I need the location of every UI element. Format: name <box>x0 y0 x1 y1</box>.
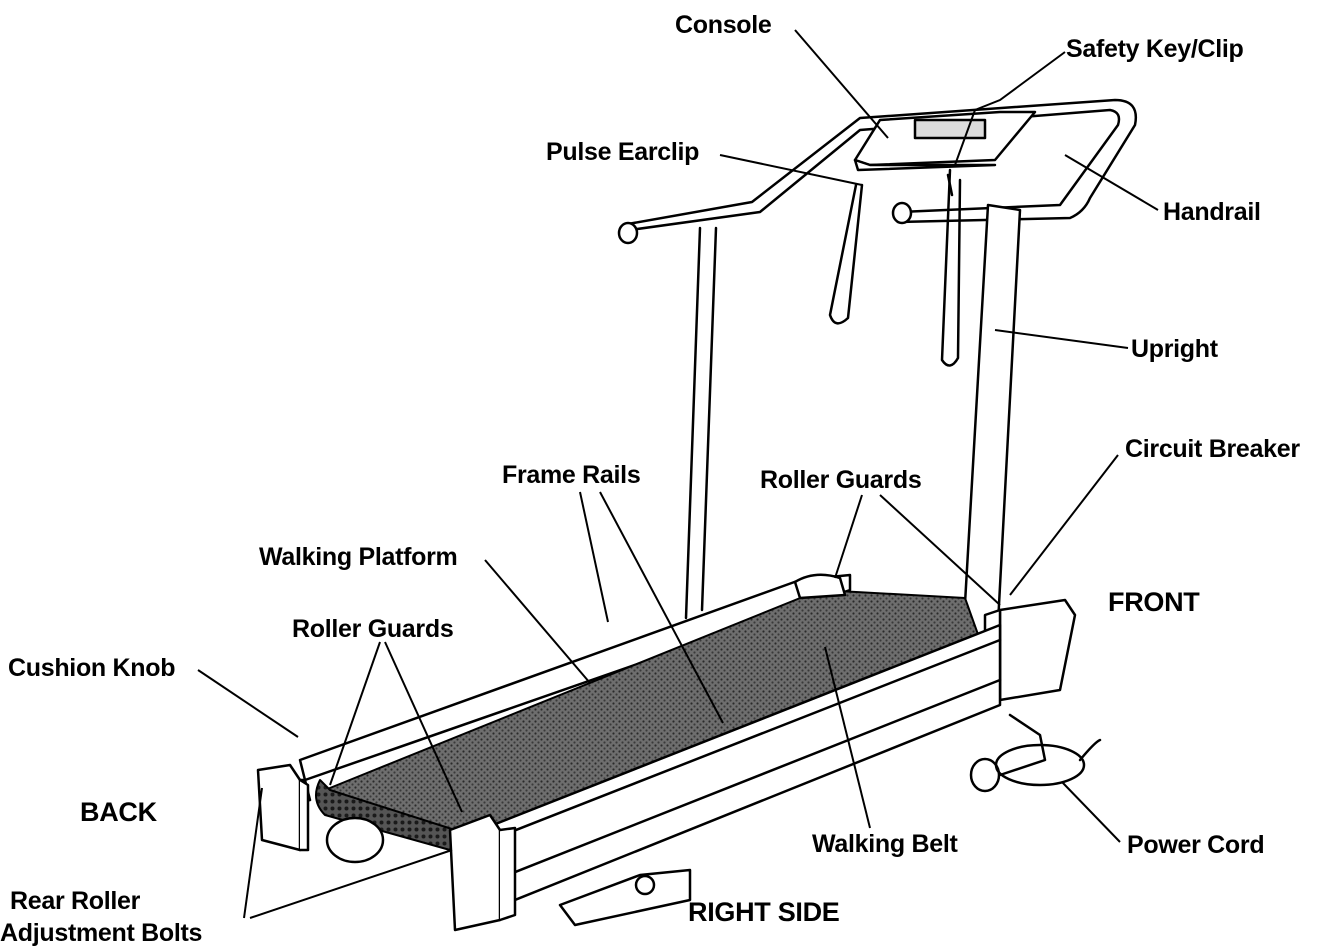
leader-power-cord <box>1061 781 1121 843</box>
label-cushion-knob: Cushion Knob <box>8 654 176 682</box>
label-walking-belt: Walking Belt <box>812 830 958 858</box>
label-upright: Upright <box>1131 335 1218 363</box>
label-walking-platform: Walking Platform <box>259 543 458 571</box>
leader-bolt-1 <box>243 787 263 919</box>
leader-roller-guards-back-1 <box>329 641 381 786</box>
handrail <box>617 98 1138 245</box>
leader-circuit-breaker <box>1009 454 1119 596</box>
leader-roller-guards-front-2 <box>879 494 1001 606</box>
leader-walking-belt <box>824 646 871 829</box>
leader-handrail <box>1064 154 1159 211</box>
front-roller-guard <box>793 573 847 600</box>
leader-roller-guards-back-2 <box>384 641 463 813</box>
label-power-cord: Power Cord <box>1127 831 1265 859</box>
wheels <box>325 713 1047 927</box>
label-roller-guards-front: Roller Guards <box>760 466 922 494</box>
earclip-strap <box>828 168 962 367</box>
leader-walking-platform <box>484 559 591 684</box>
label-right-side: RIGHT SIDE <box>688 897 840 927</box>
label-rear-roller-line1: Rear Roller <box>10 887 141 915</box>
label-handrail: Handrail <box>1163 198 1261 226</box>
leader-frame-rails-1 <box>579 491 609 623</box>
leader-bolt-2 <box>249 849 453 919</box>
leader-console <box>794 29 889 139</box>
rear-guard-right <box>448 813 517 932</box>
left-upright <box>684 226 718 620</box>
label-safety-key: Safety Key/Clip <box>1066 35 1244 63</box>
leader-frame-rails-2 <box>599 491 724 724</box>
label-circuit-breaker: Circuit Breaker <box>1125 435 1300 463</box>
label-console: Console <box>675 11 772 39</box>
label-roller-guards-back: Roller Guards <box>292 615 454 643</box>
label-front: FRONT <box>1108 587 1200 617</box>
rear-guard-left <box>256 763 310 852</box>
label-pulse-earclip: Pulse Earclip <box>546 138 700 166</box>
leader-safety-key <box>954 51 1066 166</box>
leader-cushion-knob <box>197 669 299 738</box>
leader-pulse-earclip <box>719 154 863 186</box>
label-rear-roller-line2: Adjustment Bolts <box>0 919 203 947</box>
leader-roller-guards-front-1 <box>834 494 863 579</box>
power-cord <box>994 738 1102 787</box>
leader-upright <box>994 329 1129 349</box>
leader-lines <box>197 29 1159 919</box>
console <box>853 110 1037 172</box>
label-back: BACK <box>80 797 157 827</box>
label-frame-rails: Frame Rails <box>502 461 641 489</box>
